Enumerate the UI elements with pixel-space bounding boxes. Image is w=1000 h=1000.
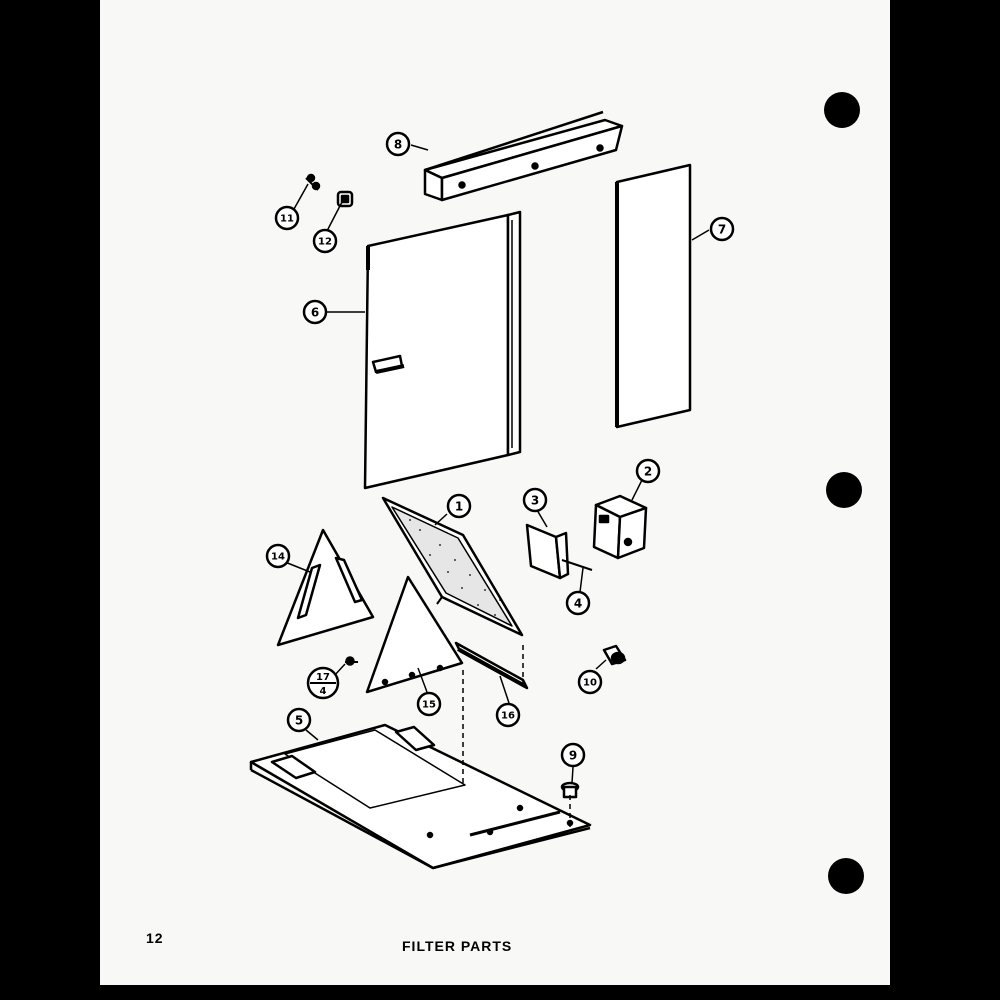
svg-text:17: 17	[316, 672, 330, 683]
page-title: FILTER PARTS	[402, 938, 513, 954]
filter-rail-part	[454, 641, 529, 690]
binder-hole-middle	[826, 472, 862, 508]
alignment-lines	[462, 645, 571, 828]
page-number: 12	[146, 930, 164, 946]
svg-text:11: 11	[280, 214, 294, 225]
bracket-plate-part	[525, 523, 593, 580]
svg-text:4: 4	[574, 597, 582, 611]
front-panel-part	[363, 210, 522, 490]
svg-text:2: 2	[644, 465, 652, 479]
small-screw-part	[345, 656, 358, 666]
filter-part	[381, 496, 524, 637]
side-panel-part	[615, 163, 692, 429]
svg-text:4: 4	[320, 686, 327, 697]
top-rail-part	[423, 110, 624, 202]
leader-lines	[284, 144, 710, 784]
callout-9: 9	[560, 742, 586, 768]
callout-2: 2	[635, 458, 661, 484]
svg-text:15: 15	[422, 700, 436, 711]
callout-15: 15	[416, 691, 442, 717]
svg-text:6: 6	[311, 306, 319, 320]
callout-17-4: 17 4	[306, 666, 340, 700]
callout-5: 5	[286, 707, 312, 733]
screw-part	[305, 173, 321, 191]
svg-text:8: 8	[394, 138, 402, 152]
svg-text:14: 14	[271, 552, 285, 563]
grommet-part	[560, 781, 580, 799]
callout-11: 11	[274, 205, 300, 231]
callout-16: 16	[495, 702, 521, 728]
base-pan-part	[249, 723, 592, 870]
svg-text:16: 16	[501, 711, 515, 722]
callout-6: 6	[302, 299, 328, 325]
left-triangle-bracket-part	[276, 528, 375, 647]
callout-3: 3	[522, 487, 548, 513]
svg-text:7: 7	[718, 223, 726, 237]
svg-text:5: 5	[295, 714, 303, 728]
svg-text:9: 9	[569, 749, 577, 763]
callout-12: 12	[312, 228, 338, 254]
callout-7: 7	[709, 216, 735, 242]
binder-hole-bottom	[828, 858, 864, 894]
svg-text:12: 12	[318, 237, 332, 248]
callout-14: 14	[265, 543, 291, 569]
svg-text:1: 1	[455, 500, 463, 514]
plug-part	[602, 644, 627, 666]
callout-10: 10	[577, 669, 603, 695]
callout-1: 1	[446, 493, 472, 519]
svg-text:3: 3	[531, 494, 539, 508]
control-box-part	[592, 494, 648, 560]
callout-8: 8	[385, 131, 411, 157]
svg-text:10: 10	[583, 678, 597, 689]
right-triangle-bracket-part	[365, 575, 464, 694]
clip-part	[336, 190, 354, 208]
callout-4: 4	[565, 590, 591, 616]
binder-hole-top	[824, 92, 860, 128]
